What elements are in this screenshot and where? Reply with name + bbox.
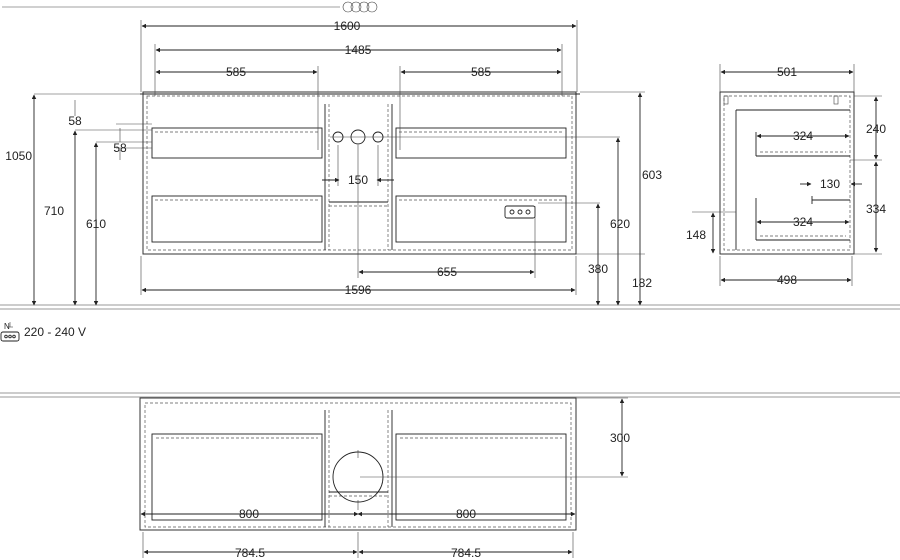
front-cabinet bbox=[140, 91, 620, 255]
plan-cabinet bbox=[139, 397, 577, 531]
dim-right-inner: 800 bbox=[456, 507, 476, 521]
dim-bottom-depth: 498 bbox=[777, 273, 797, 287]
dim-height-148: 148 bbox=[686, 228, 706, 242]
dim-lower-shelf: 324 bbox=[793, 215, 813, 229]
dim-inner-width: 1485 bbox=[345, 43, 372, 57]
dim-upper-shelf: 324 bbox=[793, 129, 813, 143]
dim-right-half: 784.5 bbox=[451, 546, 481, 560]
plan-dimension-labels: 300 800 800 784.5 784.5 bbox=[235, 431, 630, 560]
dim-plinth: 182 bbox=[632, 276, 652, 290]
electrical-note: N 220 - 240 V bbox=[0, 322, 86, 342]
dim-bottom-width: 1596 bbox=[345, 283, 372, 297]
dim-cabinet-height: 603 bbox=[642, 168, 662, 182]
dim-tap-spacing: 150 bbox=[348, 173, 368, 187]
dim-second-offset: 58 bbox=[113, 141, 127, 155]
dim-height-620: 620 bbox=[610, 217, 630, 231]
dim-lower-height: 334 bbox=[866, 202, 886, 216]
dim-right-drawer: 585 bbox=[471, 65, 491, 79]
dim-top-depth: 501 bbox=[777, 65, 797, 79]
floor-line-top bbox=[0, 304, 900, 310]
floor-line-bottom bbox=[0, 392, 900, 398]
plan-dimensions bbox=[140, 397, 628, 558]
dim-gap-130: 130 bbox=[820, 177, 840, 191]
ring-symbol-icon bbox=[2, 1, 378, 13]
front-dimensions bbox=[31, 20, 645, 306]
side-dimensions bbox=[692, 64, 882, 286]
dim-left-half: 784.5 bbox=[235, 546, 265, 560]
dim-height-610: 610 bbox=[86, 217, 106, 231]
power-socket-icon: N bbox=[0, 322, 20, 342]
dim-depth-300: 300 bbox=[610, 431, 630, 445]
dim-socket-offset: 655 bbox=[437, 265, 457, 279]
dim-height-380: 380 bbox=[588, 262, 608, 276]
neutral-label: N bbox=[4, 322, 10, 331]
dim-left-inner: 800 bbox=[239, 507, 259, 521]
dim-height-710: 710 bbox=[44, 204, 64, 218]
dim-overall-height: 1050 bbox=[5, 149, 32, 163]
voltage-label: 220 - 240 V bbox=[24, 325, 86, 339]
side-cabinet bbox=[719, 91, 855, 255]
dim-left-drawer: 585 bbox=[226, 65, 246, 79]
front-dimension-labels: 1600 1485 585 585 58 58 1050 710 610 150… bbox=[5, 19, 662, 297]
dim-total-width: 1600 bbox=[334, 19, 361, 33]
dim-upper-height: 240 bbox=[866, 122, 886, 136]
side-dimension-labels: 501 324 324 130 240 334 148 498 bbox=[686, 65, 886, 287]
dim-top-offset: 58 bbox=[68, 114, 82, 128]
